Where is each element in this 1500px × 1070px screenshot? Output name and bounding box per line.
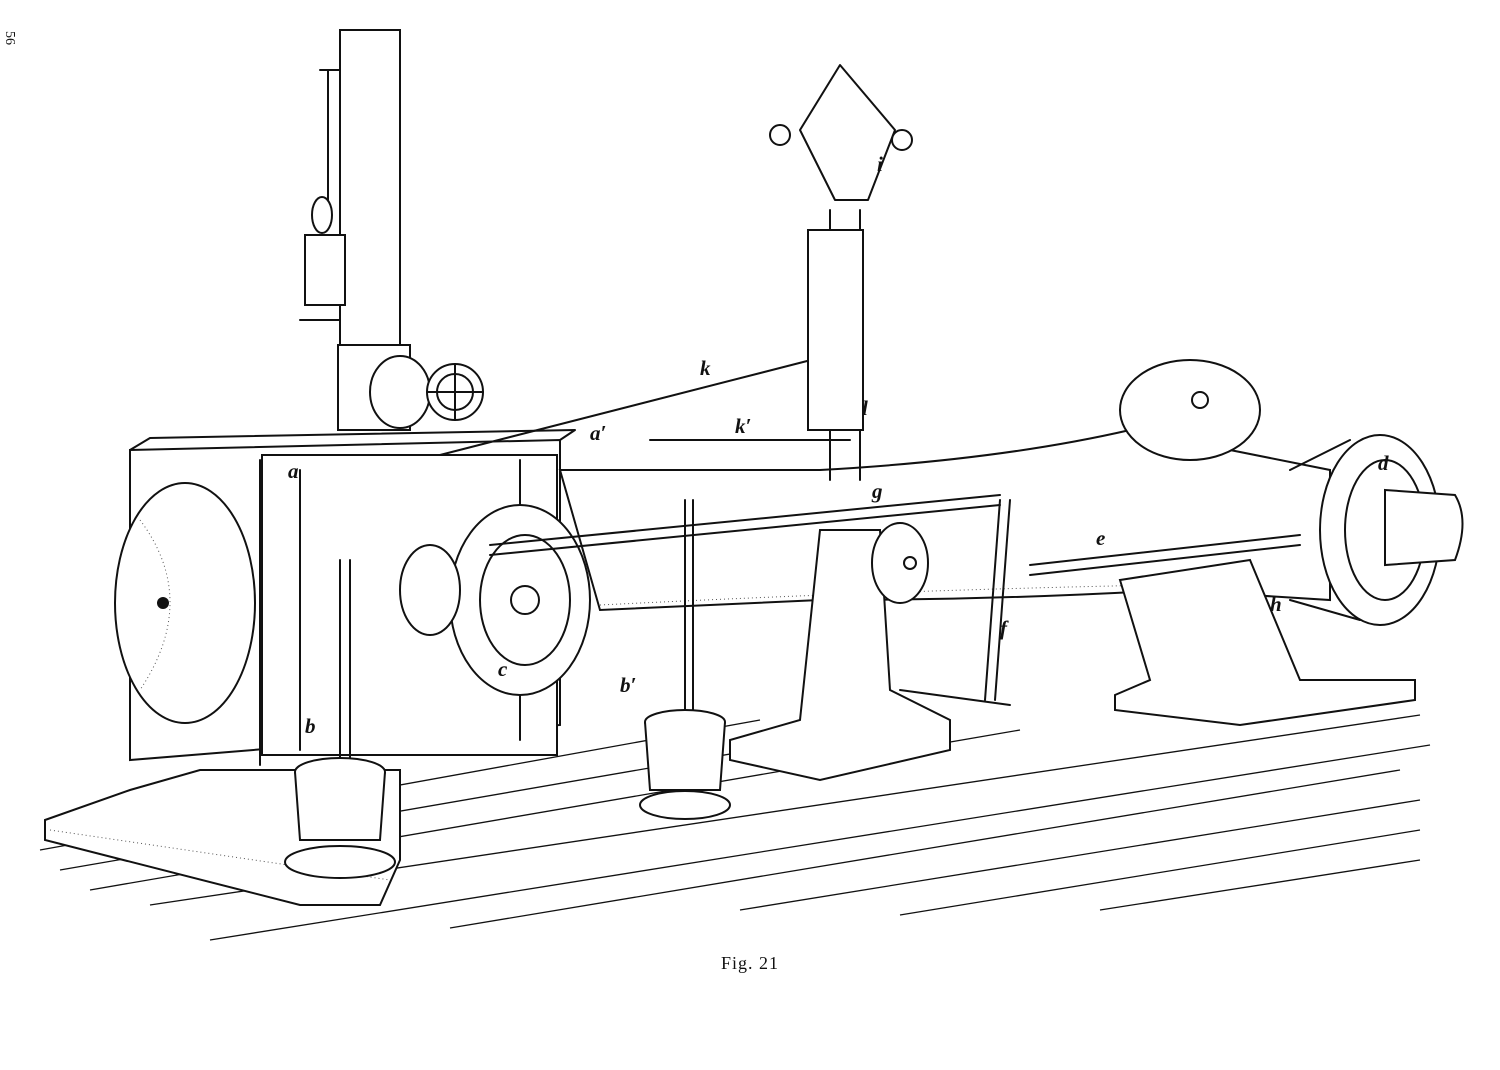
crank-pedestal [1114, 359, 1416, 727]
eccentric-disc [399, 504, 591, 696]
label-e: e [1096, 526, 1105, 550]
label-c: c [498, 657, 508, 681]
governor [769, 64, 913, 481]
steam-pipe [337, 29, 484, 431]
label-f: f [1000, 616, 1009, 640]
lubricator [299, 59, 346, 321]
label-h: h [1270, 592, 1282, 616]
valve-rods [339, 349, 1301, 771]
label-b-prime: b′ [620, 673, 636, 697]
crosshead [871, 522, 929, 604]
label-b: b [305, 714, 316, 738]
label-i: i [877, 152, 883, 176]
label-a: a [288, 459, 299, 483]
crank-disc [1289, 434, 1464, 626]
label-k-prime: k′ [735, 414, 751, 438]
label-l: l [862, 396, 868, 420]
dashpots [284, 709, 731, 879]
figure-caption: Fig. 21 [720, 953, 779, 973]
label-d: d [1378, 451, 1389, 475]
label-k: k [700, 356, 711, 380]
part-labels: a a′ b b′ c d e f g h i k k′ l [288, 152, 1389, 738]
label-g: g [871, 479, 883, 503]
middle-pedestal [729, 529, 951, 782]
label-a-prime: a′ [590, 421, 606, 445]
